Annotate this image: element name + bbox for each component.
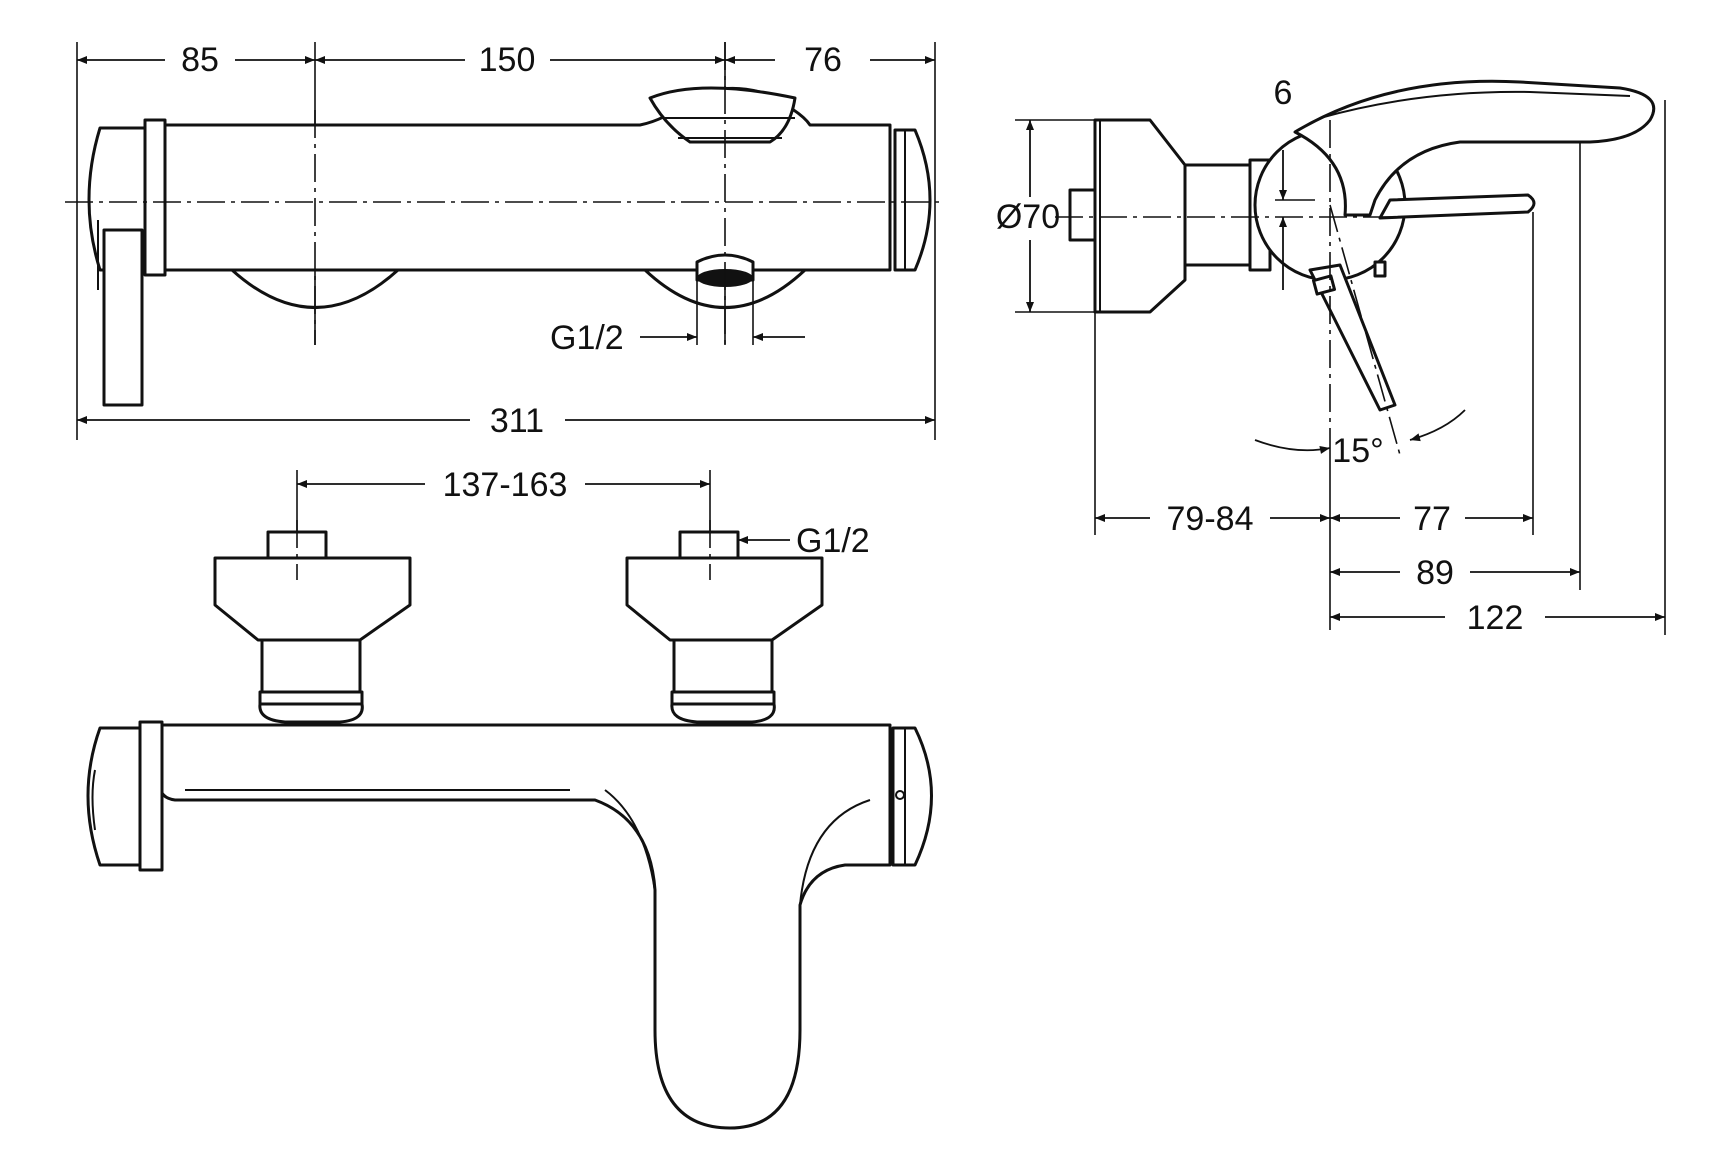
dim-77: 77 — [1413, 500, 1451, 538]
dim-122: 122 — [1467, 599, 1524, 637]
dim-89: 89 — [1416, 554, 1454, 592]
dim-angle: 15° — [1332, 432, 1383, 470]
dim-outlet-thread: G1/2 — [550, 319, 624, 357]
dim-311: 311 — [490, 402, 544, 440]
dim-diameter: Ø70 — [996, 198, 1060, 236]
dim-connection-spacing: 137-163 — [443, 466, 568, 504]
front-view: 85 150 76 G1/2 — [65, 41, 945, 440]
dim-offset: 6 — [1274, 74, 1293, 112]
dim-inlet-thread: G1/2 — [796, 522, 870, 560]
side-view: Ø70 6 15° 79-84 77 89 122 — [996, 74, 1666, 637]
dim-wall-depth: 79-84 — [1167, 500, 1254, 538]
top-view: 137-163 G1/2 — [86, 466, 933, 1130]
dim-76: 76 — [804, 41, 842, 79]
dim-150: 150 — [479, 41, 536, 79]
dim-85: 85 — [181, 41, 219, 79]
